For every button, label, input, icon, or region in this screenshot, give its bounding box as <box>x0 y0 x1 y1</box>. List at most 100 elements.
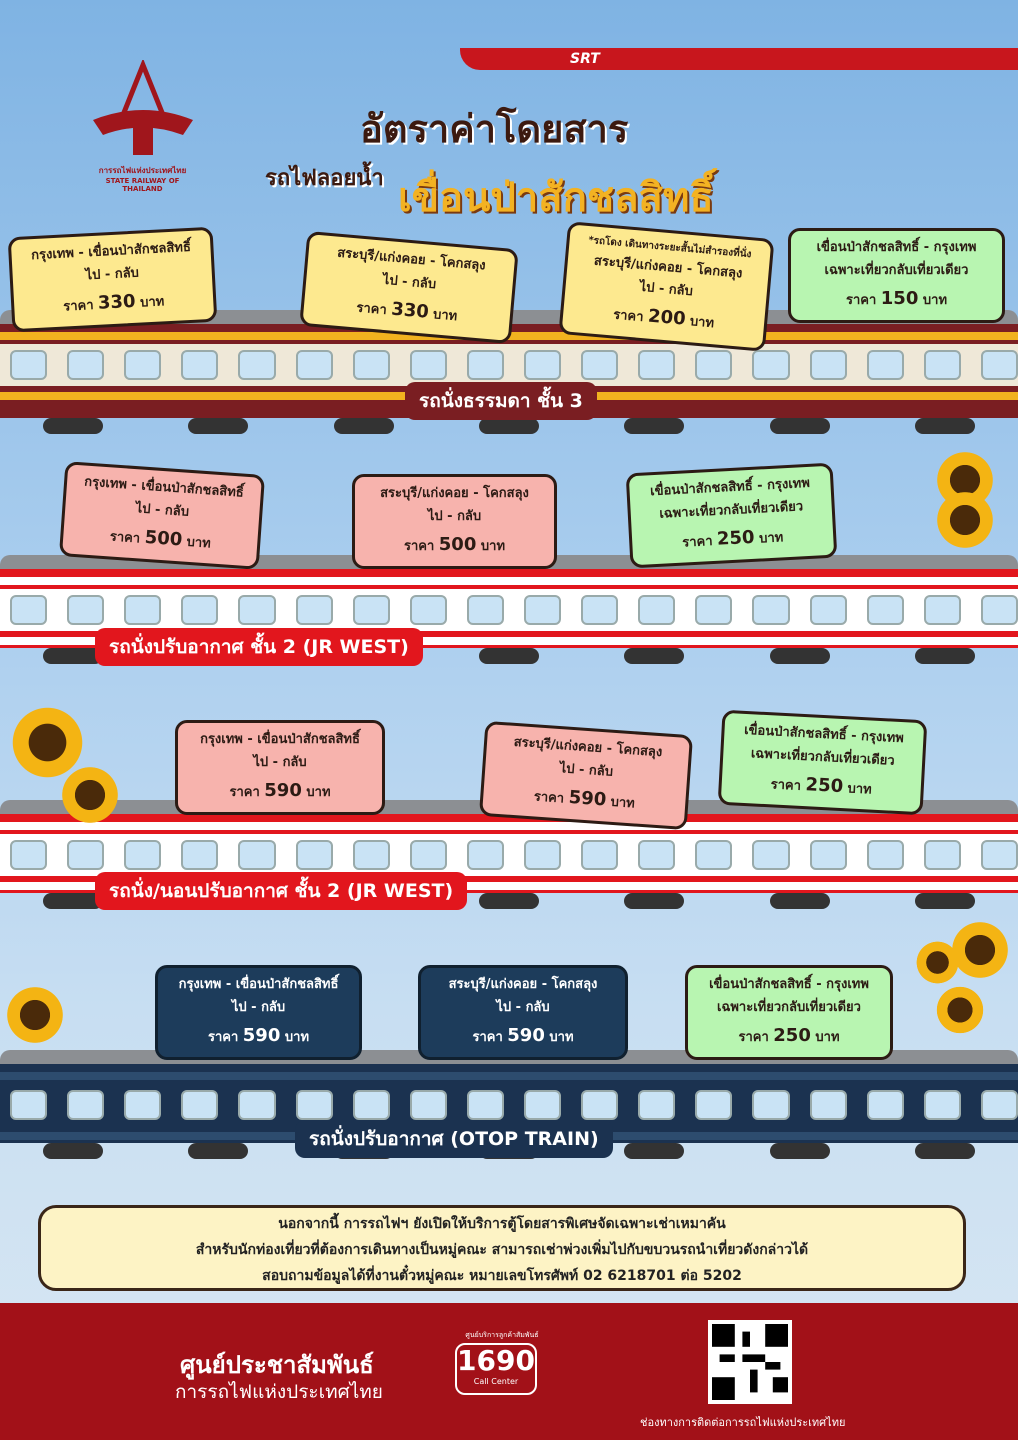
window <box>923 840 961 870</box>
window <box>352 350 390 380</box>
fare-price-prefix: ราคา <box>770 776 802 794</box>
qr-caption: ช่องทางการติดต่อการรถไฟแห่งประเทศไทย <box>640 1416 846 1429</box>
fare-price: 200 <box>647 305 687 330</box>
fare-price-prefix: ราคา <box>681 533 713 551</box>
call-center-label: Call Center <box>473 1377 519 1386</box>
train-class-label: รถนั่ง/นอนปรับอากาศ ชั้น 2 (JR WEST) <box>95 872 468 910</box>
window <box>923 1090 961 1120</box>
train-stripe <box>0 822 1018 830</box>
fare-price: 590 <box>242 1024 281 1046</box>
window <box>980 1090 1018 1120</box>
window <box>695 840 733 870</box>
fare-sign: เขื่อนป่าสักชลสิทธิ์ - กรุงเทพ เฉพาะเที่… <box>685 965 893 1060</box>
window <box>238 840 276 870</box>
window <box>752 350 790 380</box>
window <box>809 350 847 380</box>
sunflower-icon <box>950 920 1010 980</box>
fare-price-prefix: ราคา <box>738 1029 769 1045</box>
fare-price-prefix: ราคา <box>109 528 141 547</box>
window <box>295 840 333 870</box>
window <box>181 1090 219 1120</box>
fare-price: 500 <box>144 526 183 550</box>
window <box>752 840 790 870</box>
fare-trip-type: เฉพาะเที่ยวกลับเที่ยวเดียว <box>717 999 861 1015</box>
srt-emblem-icon <box>92 58 193 155</box>
train-wheels <box>0 893 1018 915</box>
window <box>67 350 105 380</box>
fare-unit: บาท <box>689 314 715 332</box>
fare-price: 500 <box>438 533 477 555</box>
fare-route: เขื่อนป่าสักชลสิทธิ์ - กรุงเทพ <box>709 977 869 992</box>
window <box>581 840 619 870</box>
window <box>181 595 219 625</box>
call-center-badge: ศูนย์บริการลูกค้าสัมพันธ์ 1690 Call Cent… <box>455 1331 539 1395</box>
window <box>866 840 904 870</box>
window <box>923 595 961 625</box>
wheel-bogie <box>624 648 685 664</box>
train-wheels <box>0 418 1018 440</box>
footer-center-title: ศูนย์ประชาสัมพันธ์ <box>180 1351 374 1379</box>
fare-sign: กรุงเทพ - เขื่อนป่าสักชลสิทธิ์ ไป - กลับ… <box>58 461 266 570</box>
window <box>695 1090 733 1120</box>
wheel-bogie <box>769 648 830 664</box>
wheel-bogie <box>333 418 394 434</box>
fare-price-prefix: ราคา <box>207 1029 239 1045</box>
window <box>466 595 504 625</box>
window <box>238 1090 276 1120</box>
fare-price: 330 <box>97 290 137 314</box>
window <box>409 840 447 870</box>
fare-unit: บาท <box>432 306 458 324</box>
window <box>124 595 162 625</box>
logo-thai-name: การรถไฟแห่งประเทศไทย <box>98 166 187 175</box>
train-car <box>0 310 1018 440</box>
window <box>124 840 162 870</box>
sunflower-icon <box>10 705 85 780</box>
srt-logo: การรถไฟแห่งประเทศไทย STATE RAILWAY OF TH… <box>85 58 200 193</box>
window <box>295 1090 333 1120</box>
train-stripe <box>0 1072 1018 1080</box>
fare-price-prefix: ราคา <box>472 1029 503 1045</box>
qr-code-icon <box>712 1324 788 1400</box>
qr-code[interactable] <box>708 1320 792 1404</box>
window <box>523 595 562 625</box>
fare-sign: เขื่อนป่าสักชลสิทธิ์ - กรุงเทพ เฉพาะเที่… <box>625 462 838 569</box>
fare-route: เขื่อนป่าสักชลสิทธิ์ - กรุงเทพ <box>816 240 977 255</box>
train-car <box>0 800 1018 915</box>
fare-sign: สระบุรี/แก่งคอย - โคกสลุง ไป - กลับ ราคา… <box>352 474 557 569</box>
window <box>67 595 105 625</box>
window-band <box>0 834 1018 876</box>
fare-sign: สระบุรี/แก่งคอย - โคกสลุง ไป - กลับ ราคา… <box>299 230 519 345</box>
window <box>352 1090 390 1120</box>
window <box>466 1090 504 1120</box>
window <box>923 350 961 380</box>
wheel-bogie <box>188 418 249 434</box>
fare-sign: กรุงเทพ - เขื่อนป่าสักชลสิทธิ์ ไป - กลับ… <box>155 965 362 1060</box>
sunflower-icon <box>935 985 985 1035</box>
fare-price: 590 <box>568 786 607 810</box>
train-stripe <box>0 577 1018 585</box>
wheel-bogie <box>42 1143 103 1159</box>
fare-price-prefix: ราคา <box>533 788 565 807</box>
fare-route: กรุงเทพ - เขื่อนป่าสักชลสิทธิ์ <box>178 977 339 992</box>
wheel-bogie <box>478 418 539 434</box>
window <box>466 840 504 870</box>
window-band <box>0 1084 1018 1126</box>
window <box>238 595 276 625</box>
window <box>10 840 48 870</box>
sunflower-icon <box>915 940 960 985</box>
window <box>980 840 1018 870</box>
notice-line: สอบถามข้อมูลได้ที่งานตั๋วหมู่คณะ หมายเลข… <box>262 1267 742 1284</box>
wheel-bogie <box>188 1143 249 1159</box>
charter-notice: นอกจากนี้ การรถไฟฯ ยังเปิดให้บริการตู้โด… <box>38 1205 966 1291</box>
fare-sign: *รถโดง เดินทางระยะสั้นไม่สำรองที่นั่ง สร… <box>558 221 775 352</box>
window <box>523 840 562 870</box>
window <box>67 840 105 870</box>
window <box>352 840 390 870</box>
fare-route: สระบุรี/แก่งคอย - โคกสลุง <box>448 977 598 992</box>
window <box>352 595 390 625</box>
fare-price: 590 <box>507 1024 545 1046</box>
fare-sign: เขื่อนป่าสักชลสิทธิ์ - กรุงเทพ เฉพาะเที่… <box>788 228 1005 323</box>
window <box>10 350 48 380</box>
window <box>124 1090 162 1120</box>
fare-trip-type: ไป - กลับ <box>496 999 550 1015</box>
